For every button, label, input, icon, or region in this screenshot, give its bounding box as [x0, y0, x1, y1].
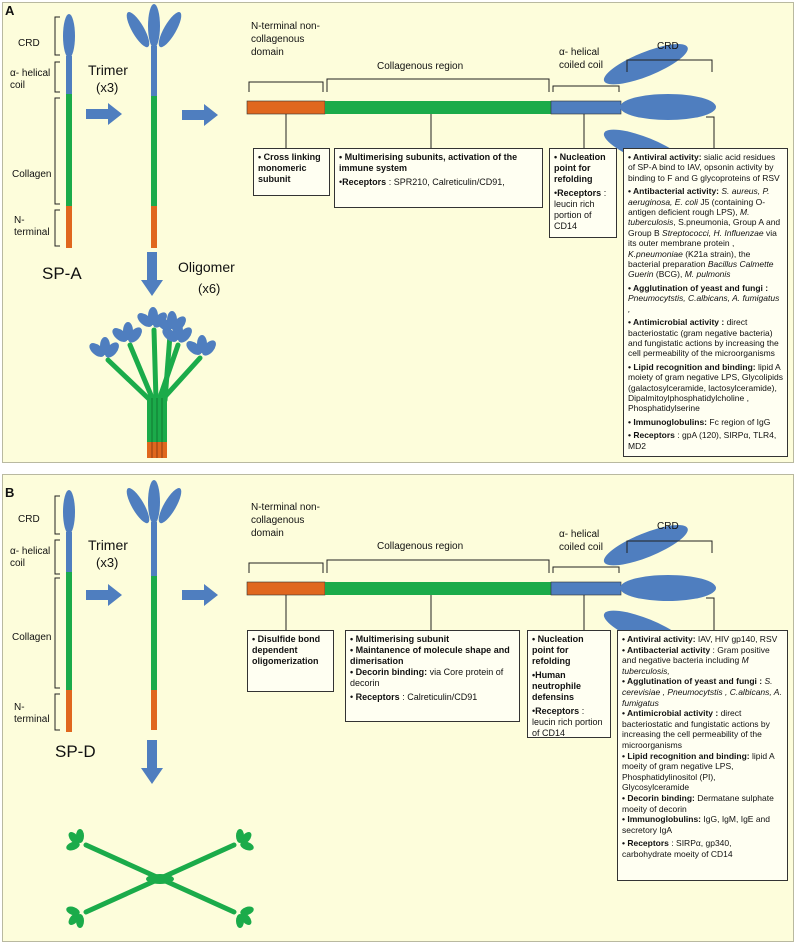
dodecamer-arrow — [141, 740, 163, 784]
a-trimer-mult: (x3) — [96, 80, 119, 95]
b-box-collagen: • Multimerising subunit • Maintanence of… — [345, 630, 520, 722]
panel-a-label: A — [5, 3, 15, 18]
sp-a-trimer — [126, 4, 182, 248]
b-box-crd: • Antiviral activity: IAV, HIV gp140, RS… — [617, 630, 788, 881]
sp-d-dodecamer — [66, 829, 254, 928]
domain-arrow-b — [182, 584, 218, 606]
b-protein-name: SP-D — [55, 742, 96, 761]
sp-d-monomer — [63, 490, 75, 732]
trimer-arrow-b — [86, 584, 122, 606]
a-label-crd: CRD — [18, 38, 40, 49]
b-trimer-mult: (x3) — [96, 555, 119, 570]
b-domain-crd: CRD — [657, 521, 679, 532]
a-domain-nterm: N-terminal non-collagenous domain — [251, 21, 320, 58]
sp-a-oligomer — [89, 307, 216, 458]
a-oligomer-label: Oligomer — [178, 259, 235, 275]
b-box-helical: • Nucleation point for refolding •Human … — [527, 630, 611, 738]
a-trimer-label: Trimer — [88, 62, 128, 78]
b-label-helical: α- helical coil — [10, 546, 51, 569]
a-box-collagen: • Multimerising subunits, activation of … — [334, 148, 543, 208]
b-label-collagen: Collagen — [12, 632, 52, 643]
a-oligomer-mult: (x6) — [198, 281, 221, 296]
panel-b-brackets — [54, 495, 60, 731]
b-domain-helical: α- helical coiled coil — [559, 529, 603, 553]
b-domain-collagen: Collagenous region — [377, 541, 464, 552]
b-domain-nterm: N-terminal non-collagenous domain — [251, 502, 320, 539]
b-box-nterm: • Disulfide bond dependent oligomerizati… — [247, 630, 334, 692]
a-label-helical: α- helical coil — [10, 68, 51, 91]
b-trimer-label: Trimer — [88, 537, 128, 553]
b-label-nterm: N- terminal — [14, 702, 50, 725]
panel-b-label: B — [5, 485, 15, 500]
sp-a-monomer — [63, 14, 75, 248]
a-box-nterm: • Cross linking monomeric subunit — [253, 148, 330, 196]
a-domain-crd: CRD — [657, 41, 679, 52]
panel-b-domain-brackets — [248, 540, 715, 630]
sp-d-trimer — [126, 480, 182, 730]
a-label-collagen: Collagen — [12, 169, 52, 180]
b-label-crd: CRD — [18, 514, 40, 525]
a-label-nterm: N- terminal — [14, 215, 50, 238]
a-box-helical: • Nucleation point for refolding •Recept… — [549, 148, 617, 238]
a-domain-helical: α- helical coiled coil — [559, 47, 603, 71]
a-box-crd: • Antiviral activity: sialic acid residu… — [623, 148, 788, 457]
panel-a-brackets — [54, 16, 60, 247]
panel-a-domain-brackets — [248, 59, 715, 148]
a-domain-collagen: Collagenous region — [377, 61, 464, 72]
a-protein-name: SP-A — [42, 264, 82, 283]
